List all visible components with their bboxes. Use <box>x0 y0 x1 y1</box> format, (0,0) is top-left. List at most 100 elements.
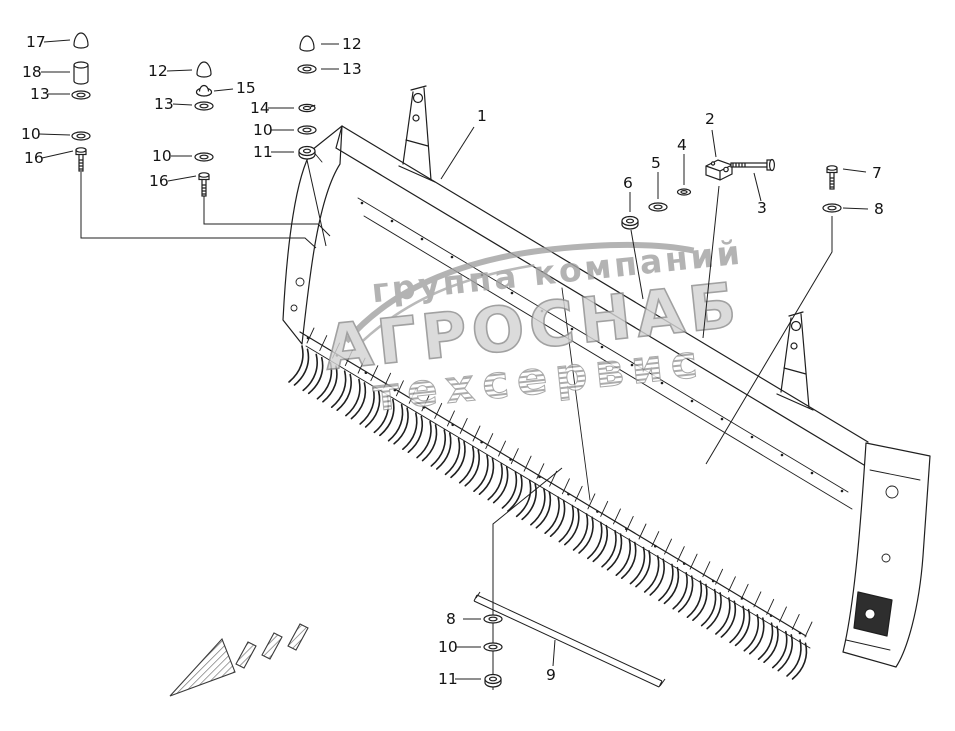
callout-12: 12 <box>148 62 168 80</box>
bolt-icon <box>730 158 776 172</box>
right-plate-detail <box>845 469 921 651</box>
tine-row <box>288 345 808 680</box>
washer-icon <box>297 64 317 74</box>
washer-icon <box>483 614 503 624</box>
slat-line-upper <box>357 197 849 493</box>
callout-9: 9 <box>546 666 556 684</box>
callout-17: 17 <box>26 33 46 51</box>
leader-lines <box>38 39 869 690</box>
washer-icon <box>483 642 503 652</box>
leader-line <box>753 172 762 202</box>
left-side-plate <box>282 125 343 345</box>
callout-11: 11 <box>438 670 458 688</box>
left-support-bracket <box>398 85 436 183</box>
bolt7-connector <box>705 216 833 465</box>
left-plate-hole <box>295 277 305 287</box>
stripper-row <box>306 327 813 638</box>
washer-icon <box>194 152 214 162</box>
nut-icon <box>484 673 502 688</box>
slat-line-mid <box>363 215 853 510</box>
group-a-connector <box>80 172 317 249</box>
bushing-icon <box>73 61 89 85</box>
lock-nut-icon <box>195 84 213 97</box>
right-group-connector <box>630 229 644 300</box>
bolt-icon <box>75 147 87 172</box>
plug-cap-icon <box>299 35 315 52</box>
watermark-swoosh <box>343 241 695 344</box>
gearbox-hub <box>864 608 876 620</box>
leader-line <box>38 133 71 136</box>
callout-16: 16 <box>24 149 44 167</box>
callout-12: 12 <box>342 35 362 53</box>
callout-15: 15 <box>236 79 256 97</box>
leader-line <box>172 103 193 106</box>
callout-13: 13 <box>30 85 50 103</box>
left-plate-hole-2 <box>290 304 298 312</box>
watermark: группа компаний АГРОСНАБ техсервис <box>320 233 745 423</box>
callout-13: 13 <box>154 95 174 113</box>
callout-1: 1 <box>477 107 487 125</box>
washer-icon <box>648 202 668 212</box>
bolt-icon <box>198 172 210 197</box>
leader-line <box>842 207 869 210</box>
washer-icon <box>71 90 91 100</box>
washer-icon <box>297 125 317 135</box>
callout-2: 2 <box>705 110 715 128</box>
washer-icon <box>194 101 214 111</box>
callout-4: 4 <box>677 136 687 154</box>
callout-10: 10 <box>21 125 41 143</box>
callout-14: 14 <box>250 99 270 117</box>
leader-line <box>552 639 556 667</box>
callout-16: 16 <box>149 172 169 190</box>
machine-drawing <box>282 85 931 680</box>
group-c-connector <box>306 159 327 247</box>
callout-13: 13 <box>342 60 362 78</box>
plug-cap-icon <box>73 32 89 49</box>
bottom-stack-axis <box>492 467 563 690</box>
bolt-icon <box>826 165 838 190</box>
rivets <box>306 201 844 635</box>
callout-18: 18 <box>22 63 42 81</box>
clamp-block-icon <box>705 159 733 181</box>
leader-line <box>711 129 717 158</box>
watermark-swoosh-echo <box>358 264 535 345</box>
plug-cap-icon <box>196 61 212 78</box>
rear-rail-bottom <box>335 125 865 466</box>
callout-8: 8 <box>446 610 456 628</box>
spring-washer-icon <box>298 103 316 113</box>
right-plate-hole-2 <box>881 553 891 563</box>
scraper-bar <box>473 591 666 688</box>
nut-icon <box>298 145 316 160</box>
block-connector <box>702 185 720 339</box>
callout-8: 8 <box>874 200 884 218</box>
leader-line <box>213 88 234 92</box>
leader-line <box>41 150 74 159</box>
apron-seam <box>561 287 591 501</box>
callout-11: 11 <box>253 143 273 161</box>
direction-arrow-icon <box>169 623 309 697</box>
leader-line <box>167 175 197 182</box>
callout-labels: 17 18 13 10 16 12 15 13 10 16 12 13 14 1… <box>21 33 884 688</box>
callout-3: 3 <box>757 199 767 217</box>
leader-line <box>43 39 71 43</box>
front-bar <box>299 331 807 637</box>
washer-icon <box>71 131 91 141</box>
callout-7: 7 <box>872 164 882 182</box>
callout-10: 10 <box>253 121 273 139</box>
callout-10: 10 <box>438 638 458 656</box>
leader-line <box>842 168 867 173</box>
nut-icon <box>621 215 639 230</box>
callout-6: 6 <box>623 174 633 192</box>
leader-line <box>166 69 193 72</box>
washer-icon <box>822 203 842 213</box>
washer-icon <box>676 188 692 196</box>
right-plate-hole <box>885 485 899 499</box>
rear-rail-top <box>341 125 869 443</box>
group-b-connector <box>203 196 331 237</box>
callout-10: 10 <box>152 147 172 165</box>
right-support-bracket <box>776 311 814 411</box>
leader-line <box>440 126 475 180</box>
right-side-plate <box>842 442 931 668</box>
